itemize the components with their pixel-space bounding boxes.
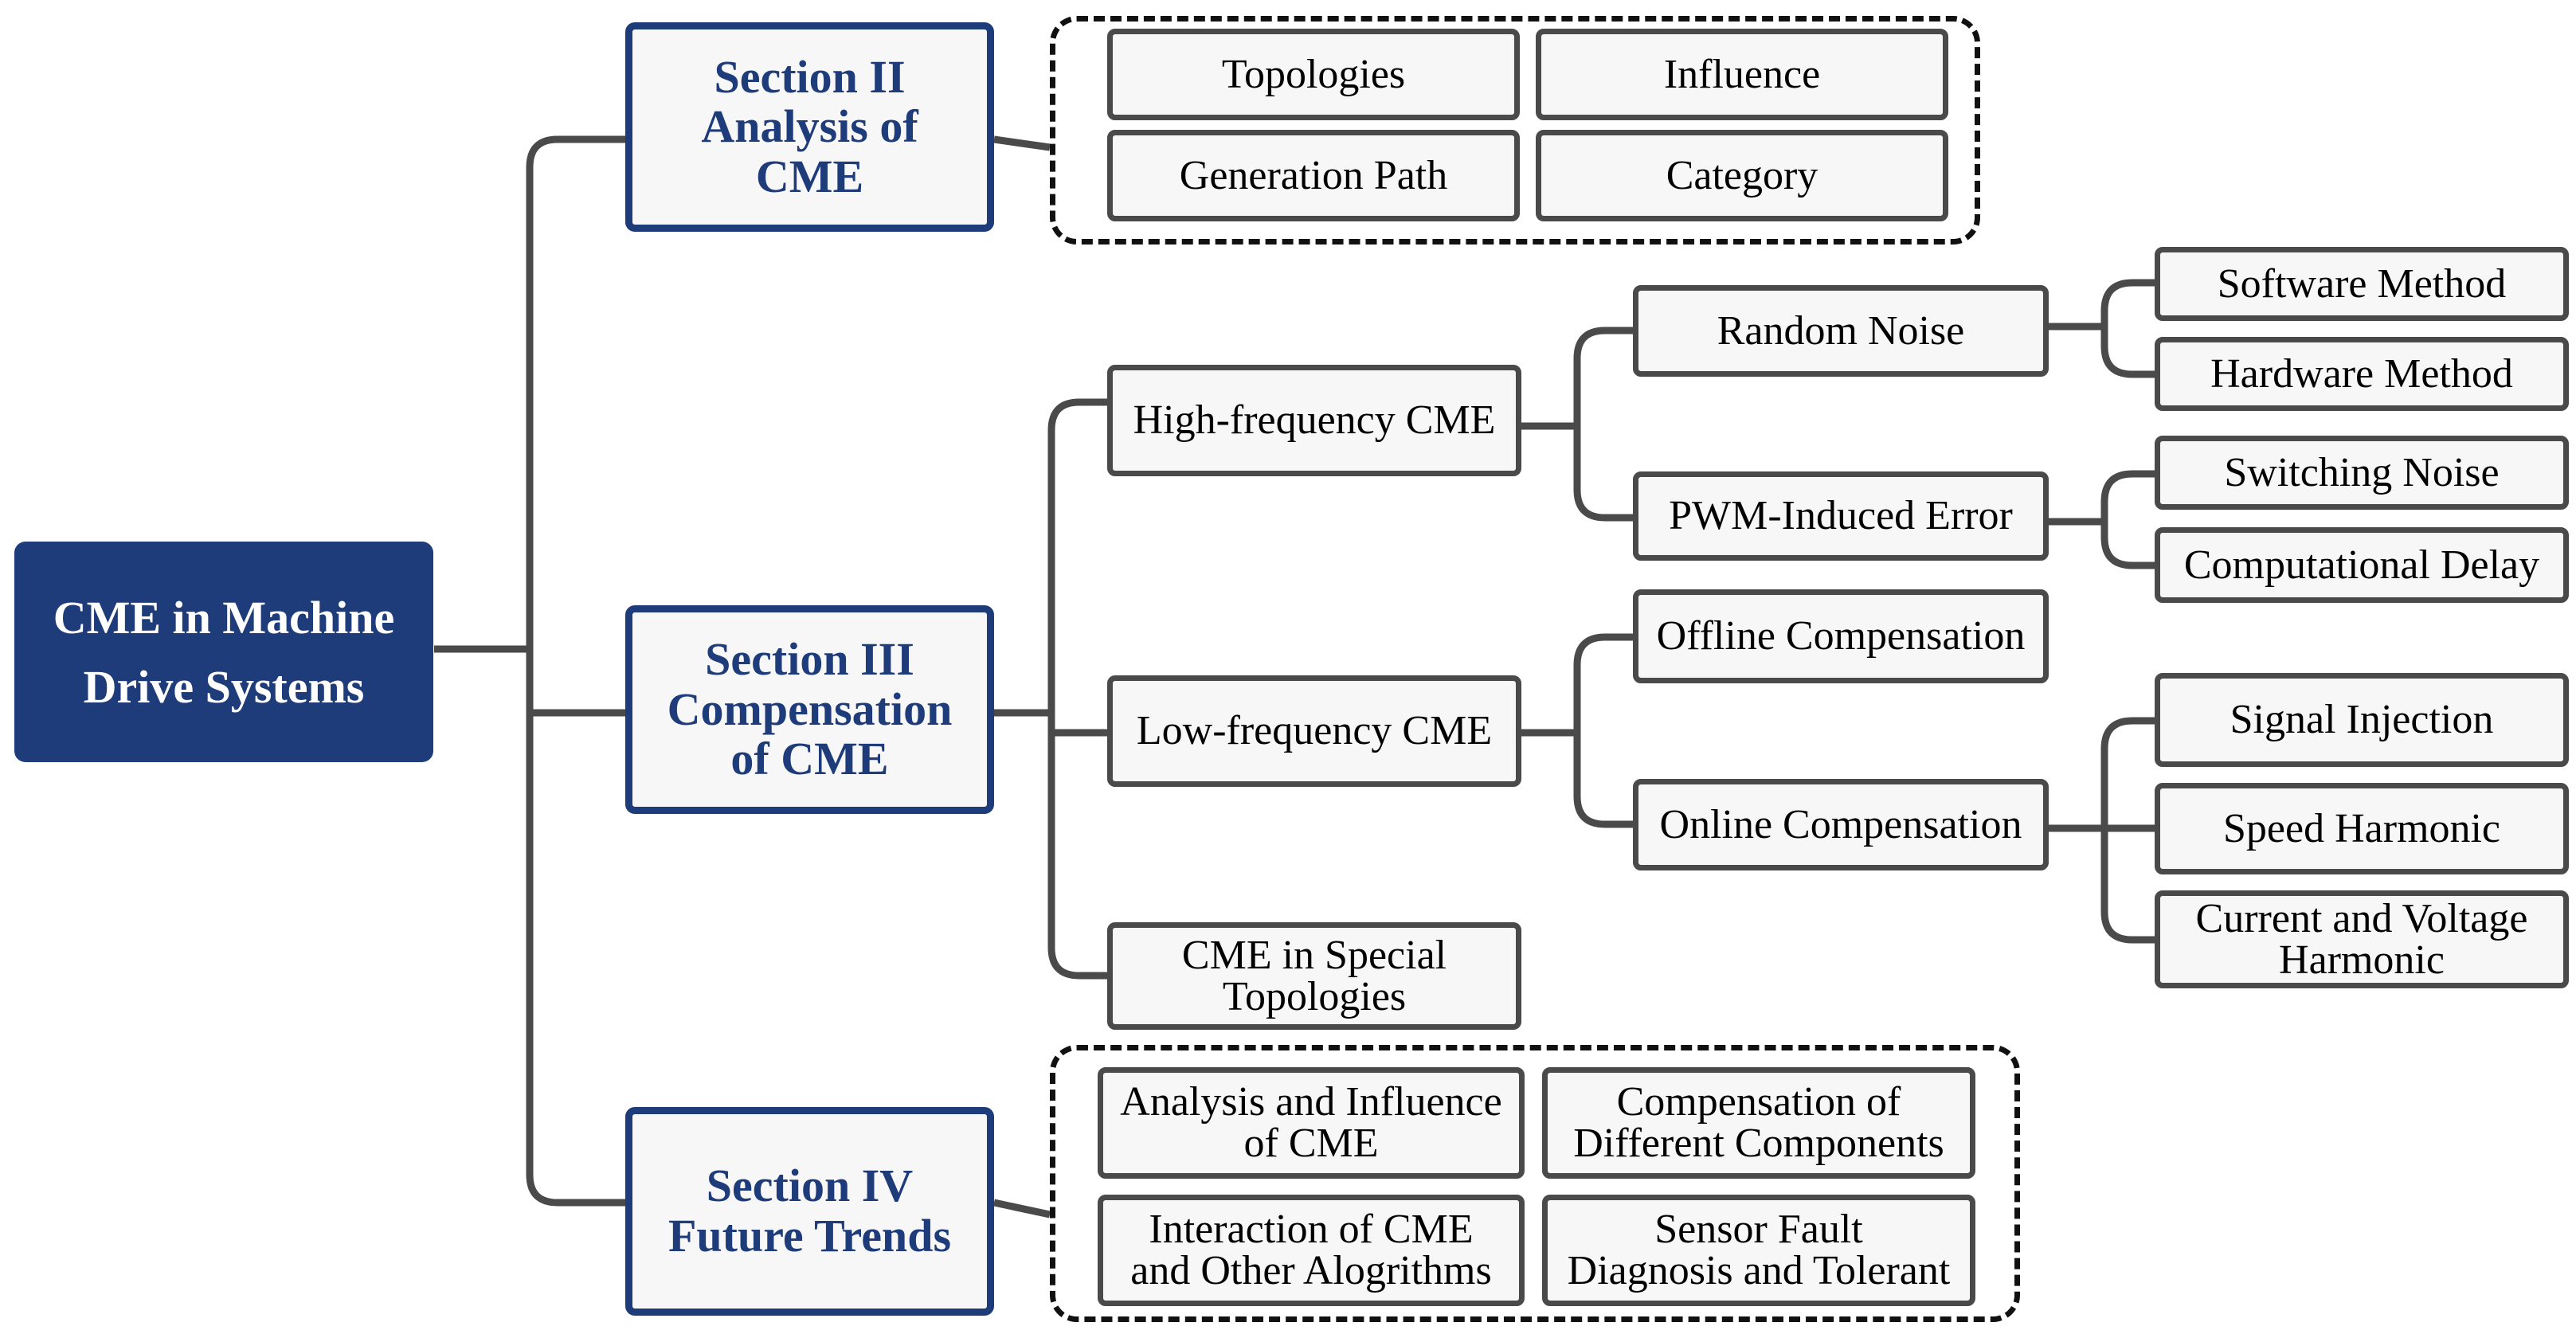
computational-delay-label: Computational Delay — [2183, 542, 2540, 588]
section-2-group — [1050, 16, 1980, 245]
analysis-influence-line-2: of CME — [1243, 1121, 1379, 1166]
online-compensation-label: Online Compensation — [1659, 801, 2022, 847]
generation-path-label: Generation Path — [1179, 152, 1448, 198]
speed-harmonic-label: Speed Harmonic — [2222, 805, 2500, 851]
current-voltage-harmonic-line-1: Current and Voltage — [2195, 895, 2528, 941]
interaction-algorithms-node: Interaction of CME and Other Alogrithms — [1098, 1195, 1525, 1306]
sensor-fault-line-1: Sensor Fault — [1654, 1207, 1863, 1252]
interaction-algorithms-line-2: and Other Alogrithms — [1130, 1248, 1492, 1293]
connector-root-sections — [434, 135, 625, 1207]
category-label: Category — [1666, 152, 1818, 198]
influence-label: Influence — [1663, 51, 1821, 97]
compensation-components-line-1: Compensation of — [1616, 1079, 1901, 1125]
random-noise-node: Random Noise — [1633, 285, 2049, 377]
pwm-induced-error-node: PWM-Induced Error — [1633, 471, 2049, 561]
section-2-title-line-2: Analysis of — [701, 100, 918, 153]
sensor-fault-line-2: Diagnosis and Tolerant — [1567, 1248, 1951, 1293]
offline-compensation-node: Offline Compensation — [1633, 589, 2049, 683]
compensation-components-node: Compensation of Different Components — [1542, 1067, 1975, 1179]
root-node: CME in Machine Drive Systems — [14, 542, 433, 762]
section-3-node: Section III Compensation of CME — [625, 605, 994, 814]
pwm-induced-error-label: PWM-Induced Error — [1669, 493, 2013, 538]
section-2-title-line-1: Section II — [714, 50, 906, 103]
generation-path-node: Generation Path — [1107, 130, 1520, 221]
section-4-group — [1050, 1045, 2020, 1322]
connector-highfreq-children — [1521, 327, 1633, 522]
low-frequency-cme-node: Low-frequency CME — [1107, 675, 1521, 787]
analysis-influence-node: Analysis and Influence of CME — [1098, 1067, 1525, 1179]
low-frequency-cme-label: Low-frequency CME — [1136, 708, 1493, 753]
connector-section2-group — [993, 135, 1051, 151]
online-compensation-node: Online Compensation — [1633, 779, 2049, 870]
root-line-1: CME in Machine — [53, 591, 395, 644]
section-3-title-line-3: of CME — [730, 733, 889, 785]
section-4-title-line-1: Section IV — [706, 1160, 914, 1212]
section-4-node: Section IV Future Trends — [625, 1107, 994, 1316]
software-method-label: Software Method — [2217, 260, 2507, 307]
connector-randomnoise-children — [2049, 279, 2155, 378]
speed-harmonic-node: Speed Harmonic — [2155, 783, 2569, 874]
section-4-title-line-2: Future Trends — [667, 1210, 952, 1262]
signal-injection-node: Signal Injection — [2155, 673, 2569, 767]
sensor-fault-node: Sensor Fault Diagnosis and Tolerant — [1542, 1195, 1975, 1306]
switching-noise-node: Switching Noise — [2155, 436, 2569, 510]
special-topologies-line-1: CME in Special — [1181, 932, 1447, 978]
connector-online-children — [2049, 717, 2155, 944]
current-voltage-harmonic-line-2: Harmonic — [2279, 937, 2445, 983]
hardware-method-label: Hardware Method — [2210, 350, 2513, 397]
signal-injection-label: Signal Injection — [2230, 697, 2494, 742]
special-topologies-line-2: Topologies — [1222, 973, 1407, 1019]
section-3-title-line-1: Section III — [705, 633, 914, 686]
switching-noise-label: Switching Noise — [2224, 449, 2500, 495]
special-topologies-node: CME in Special Topologies — [1107, 922, 1521, 1030]
topologies-node: Topologies — [1107, 29, 1520, 120]
high-frequency-cme-node: High-frequency CME — [1107, 365, 1521, 476]
current-voltage-harmonic-node: Current and Voltage Harmonic — [2155, 890, 2569, 988]
section-2-title-line-3: CME — [755, 150, 864, 202]
connector-lowfreq-children — [1521, 633, 1633, 828]
computational-delay-node: Computational Delay — [2155, 527, 2569, 603]
analysis-influence-line-1: Analysis and Influence — [1120, 1079, 1502, 1125]
influence-node: Influence — [1536, 29, 1948, 120]
category-node: Category — [1536, 130, 1948, 221]
connector-section4-group — [993, 1199, 1051, 1219]
offline-compensation-label: Offline Compensation — [1656, 613, 2026, 659]
section-2-node: Section II Analysis of CME — [625, 22, 994, 232]
compensation-components-line-2: Different Components — [1573, 1121, 1944, 1166]
high-frequency-cme-label: High-frequency CME — [1133, 397, 1496, 443]
connector-pwm-children — [2049, 470, 2155, 569]
software-method-node: Software Method — [2155, 247, 2569, 321]
section-3-title-line-2: Compensation — [667, 683, 953, 735]
topologies-label: Topologies — [1221, 51, 1406, 97]
connector-section3-children — [994, 398, 1107, 980]
random-noise-label: Random Noise — [1717, 307, 1965, 354]
interaction-algorithms-line-1: Interaction of CME — [1149, 1207, 1474, 1252]
root-line-2: Drive Systems — [83, 660, 365, 713]
hardware-method-node: Hardware Method — [2155, 337, 2569, 411]
